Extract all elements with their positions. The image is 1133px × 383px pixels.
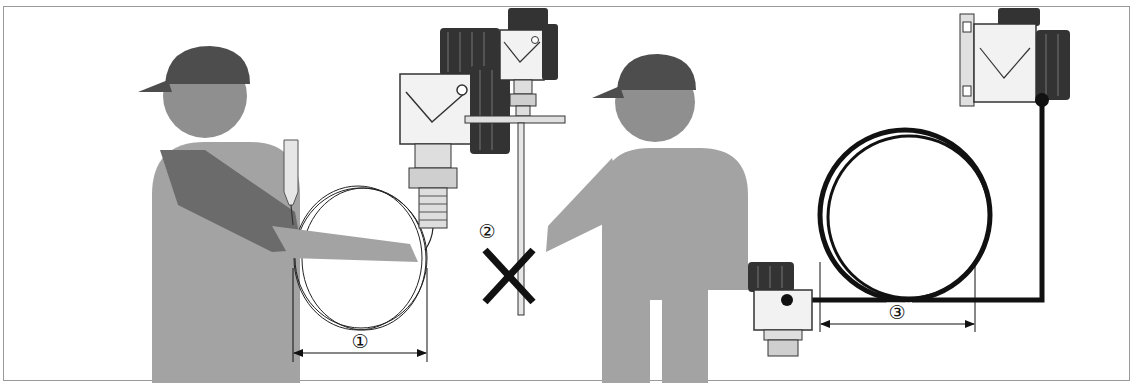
level-meter-left bbox=[400, 28, 510, 250]
dimension-1 bbox=[293, 268, 427, 362]
converter-wall-part bbox=[974, 24, 1036, 102]
sensor-housing-remote-part bbox=[758, 266, 759, 288]
sensor-housing-remote-part bbox=[754, 290, 812, 330]
level-meter-rigid-part bbox=[465, 116, 565, 123]
sensor-housing-remote-part bbox=[770, 266, 771, 288]
sensor-housing-remote-part bbox=[764, 330, 802, 340]
level-meter-left-part bbox=[457, 85, 467, 95]
converter-wall-part bbox=[980, 48, 1030, 78]
converter-wall-part bbox=[963, 22, 971, 32]
forearm bbox=[272, 226, 418, 262]
person-middle bbox=[546, 54, 748, 383]
dimension-3-part bbox=[820, 262, 821, 332]
level-meter-left-part bbox=[425, 228, 433, 250]
sensor-housing-remote-part bbox=[768, 340, 798, 356]
level-meter-rigid-part bbox=[532, 37, 539, 44]
level-meter-rigid-part bbox=[542, 24, 558, 80]
probe-weight bbox=[284, 140, 298, 225]
converter-wall-part bbox=[960, 14, 974, 106]
sensor-housing-remote bbox=[748, 262, 812, 356]
dimension-3-part bbox=[975, 262, 976, 332]
cross-mark-part bbox=[485, 250, 533, 302]
level-meter-left-part bbox=[409, 168, 457, 188]
cable-coil-remote-part bbox=[828, 136, 990, 298]
level-meter-left-part bbox=[480, 70, 481, 150]
level-meter-rigid-part bbox=[516, 106, 530, 116]
converter-wall-part bbox=[963, 86, 971, 96]
level-meter-rigid-part bbox=[514, 80, 532, 94]
person-middle-part bbox=[546, 158, 628, 252]
level-meter-left-part bbox=[400, 74, 472, 144]
person-middle-part bbox=[602, 148, 748, 383]
level-meter-rigid-part bbox=[504, 42, 540, 62]
dimension-1-part bbox=[427, 268, 428, 362]
callout-number: ① bbox=[349, 332, 370, 351]
level-meter-left-part bbox=[492, 70, 493, 150]
person-middle-part bbox=[592, 86, 624, 98]
level-meter-left-part bbox=[419, 212, 447, 213]
sensor-housing-remote-part bbox=[748, 262, 794, 292]
converter-wall-part bbox=[1046, 34, 1047, 96]
level-meter-left-part bbox=[460, 32, 461, 72]
person-left-part bbox=[138, 80, 172, 92]
level-meter-left-part bbox=[419, 220, 447, 221]
level-meter-rigid-part bbox=[500, 30, 544, 80]
converter-wall-part bbox=[1036, 30, 1070, 100]
converter-wall bbox=[960, 8, 1070, 107]
level-meter-left-part bbox=[419, 204, 447, 205]
level-meter-left-part bbox=[406, 92, 466, 122]
level-meter-rigid-part bbox=[510, 94, 536, 106]
probe-weight-part bbox=[284, 140, 298, 205]
level-meter-left-part bbox=[415, 144, 451, 168]
converter-wall-part bbox=[1035, 93, 1049, 107]
probe-weight-part bbox=[291, 205, 293, 225]
dimension-1-part bbox=[294, 353, 426, 354]
sensor-housing-remote-part bbox=[782, 266, 783, 288]
person-left bbox=[138, 46, 302, 383]
cable-coil-remote-part bbox=[820, 130, 990, 300]
level-meter-left-part bbox=[448, 32, 449, 72]
converter-wall-part bbox=[1058, 34, 1059, 96]
cable-coil-remote-part bbox=[912, 104, 1042, 300]
dimension-3 bbox=[820, 262, 975, 332]
cross-mark-part bbox=[485, 250, 533, 302]
dimension-1-part bbox=[293, 268, 294, 362]
level-meter-left-part bbox=[472, 32, 473, 72]
cross-mark bbox=[485, 250, 533, 302]
dimension-3-part bbox=[821, 324, 974, 325]
level-meter-left-part bbox=[419, 196, 447, 197]
callout-number: ③ bbox=[886, 303, 907, 322]
sensor-housing-remote-part bbox=[781, 294, 793, 306]
callout-number: ② bbox=[476, 222, 497, 241]
person-middle-part bbox=[617, 54, 696, 90]
person-left-part bbox=[165, 46, 250, 84]
cable-coil-remote bbox=[790, 104, 1042, 300]
forearm-part bbox=[272, 226, 418, 262]
level-meter-left-part bbox=[419, 188, 447, 228]
level-meter-rigid bbox=[465, 8, 565, 315]
